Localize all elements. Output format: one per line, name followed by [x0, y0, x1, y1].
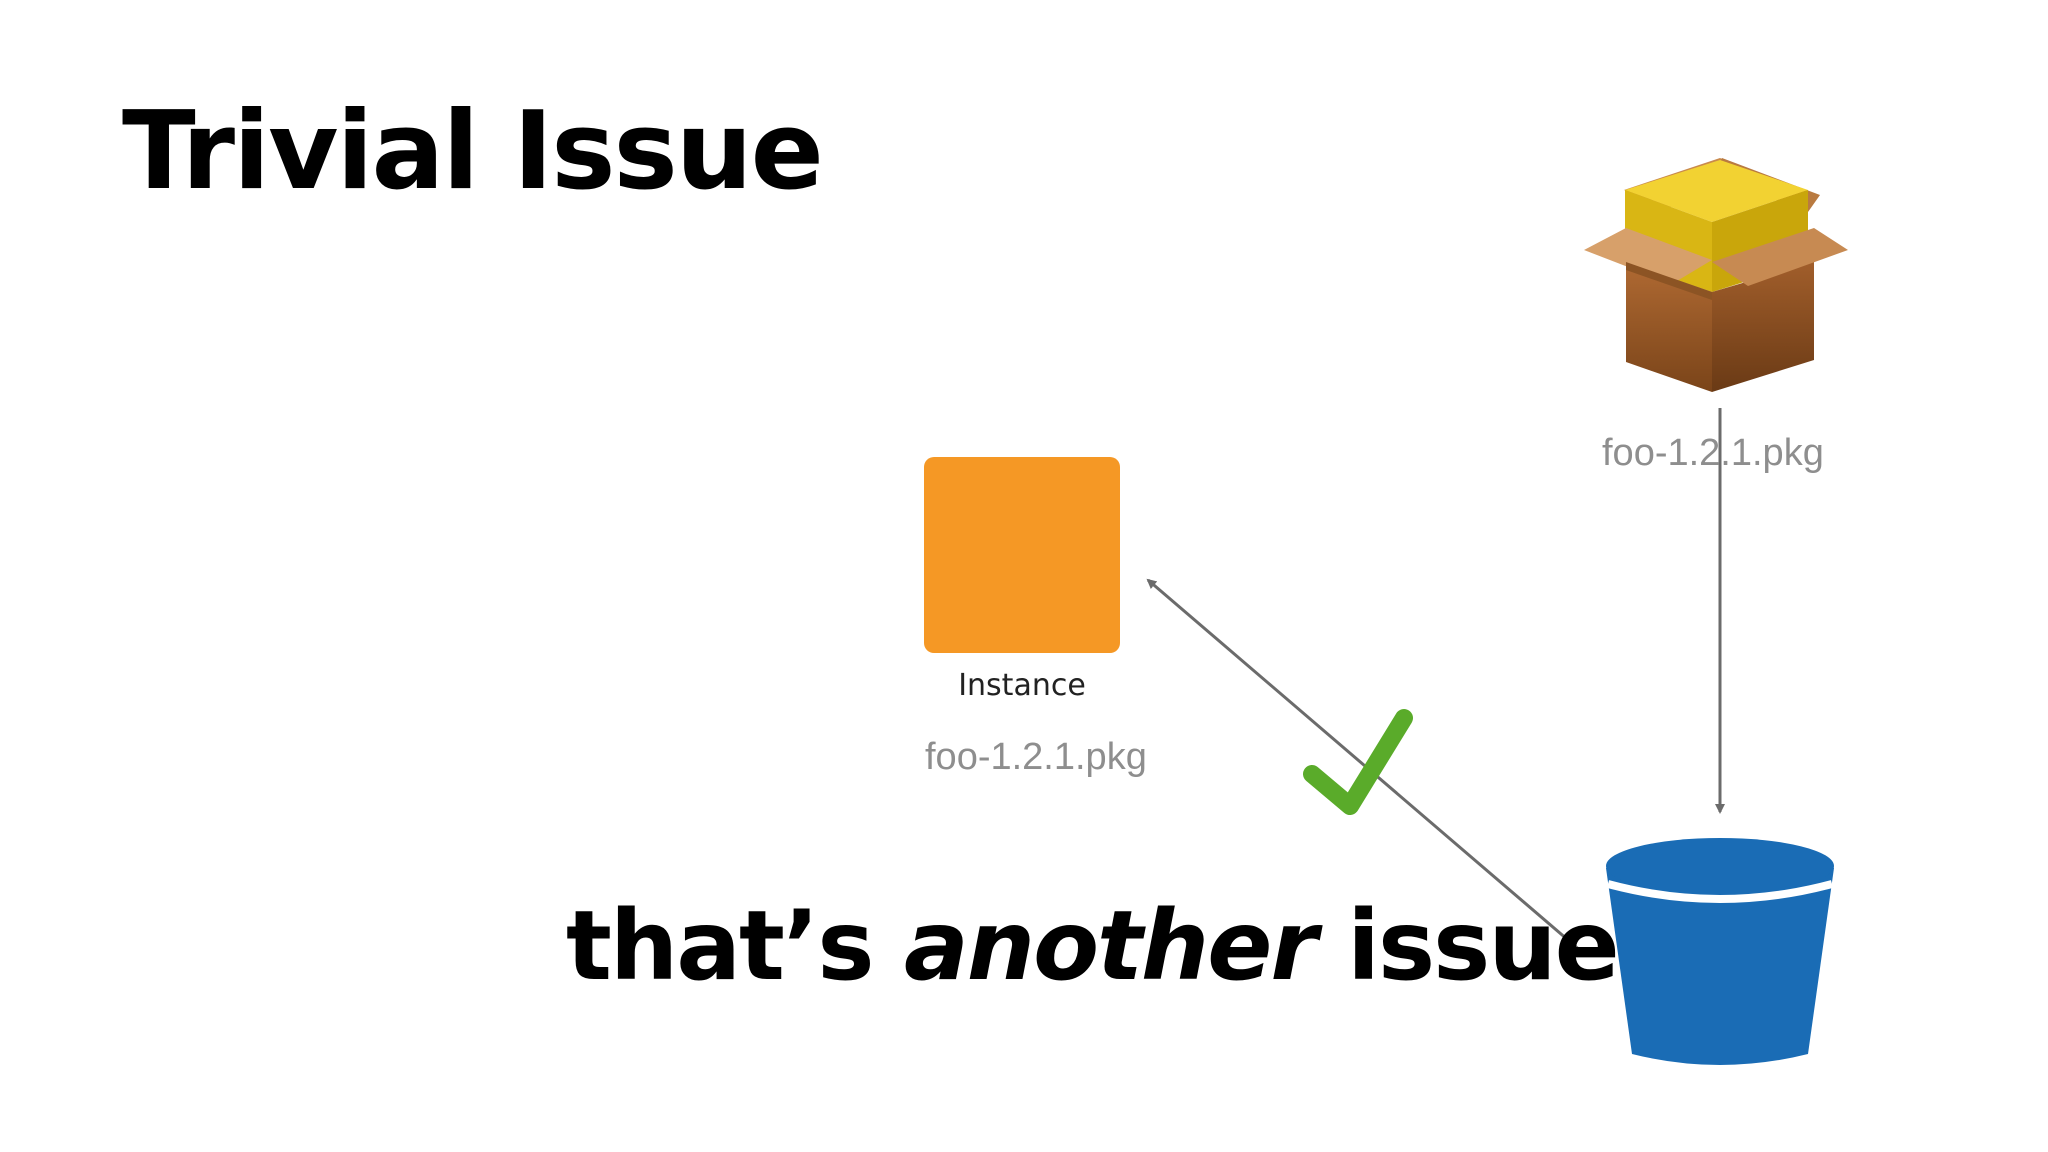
source-package-label: foo-1.2.1.pkg — [1602, 432, 1824, 474]
package-box-icon — [1584, 158, 1848, 392]
instance-package-label: foo-1.2.1.pkg — [925, 736, 1147, 778]
caption-before: that’s — [566, 890, 904, 1002]
caption: that’s another issue — [566, 898, 1620, 994]
storage-bucket-icon — [1606, 838, 1834, 1065]
instance-label: Instance — [958, 668, 1086, 703]
checkmark-icon — [1303, 709, 1413, 815]
caption-emphasis: another — [903, 890, 1318, 1002]
instance-icon — [924, 457, 1120, 653]
slide-title: Trivial Issue — [122, 89, 824, 214]
caption-after: issue — [1315, 890, 1620, 1002]
